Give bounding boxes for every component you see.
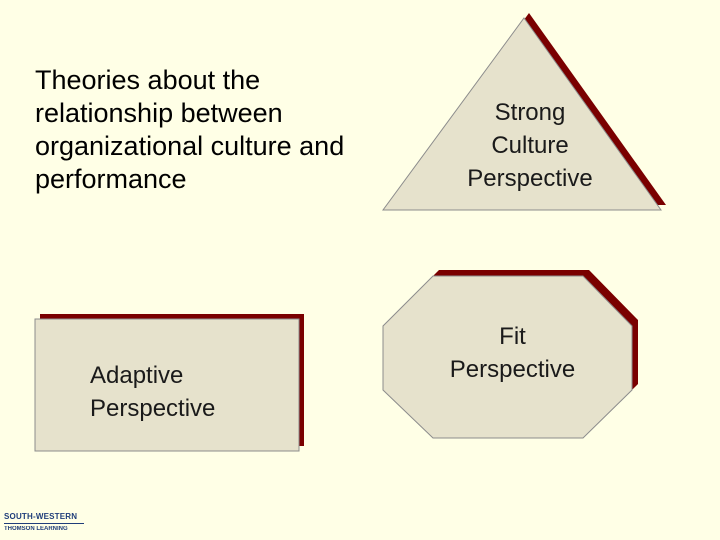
adaptive-rectangle <box>34 314 304 452</box>
fit-line-2: Perspective <box>449 356 576 383</box>
adaptive-line-1: Adaptive <box>90 362 184 389</box>
adaptive-line-2: Perspective <box>90 395 216 422</box>
adaptive-label: Adaptive Perspective <box>90 359 290 425</box>
publisher-logo: SOUTH-WESTERN THOMSON LEARNING <box>4 512 86 536</box>
logo-divider <box>4 523 84 524</box>
strong-line-3: Perspective <box>467 165 593 192</box>
fit-label: Fit Perspective <box>420 320 605 386</box>
logo-line-1: SOUTH-WESTERN <box>4 512 78 521</box>
page-title: Theories about the relationship between … <box>35 65 345 194</box>
logo-line-2: THOMSON LEARNING <box>4 526 68 532</box>
strong-line-1: Strong <box>494 99 566 126</box>
strong-culture-label: Strong Culture Perspective <box>445 96 615 195</box>
fit-line-1: Fit <box>499 323 526 350</box>
fit-octagon <box>382 270 638 439</box>
strong-line-2: Culture <box>491 132 569 159</box>
strong-culture-triangle <box>382 13 666 211</box>
